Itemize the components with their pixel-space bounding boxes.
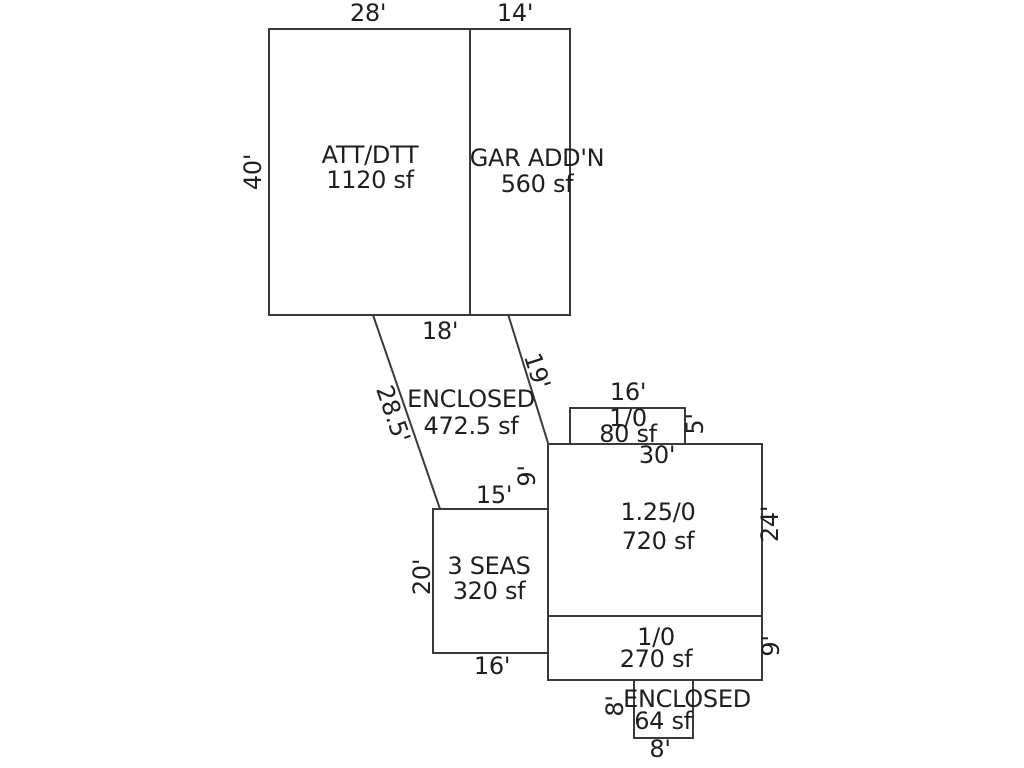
dim-enclosed-top: 18' [421, 317, 459, 345]
three-seas-area: 320 sf [452, 577, 526, 605]
dim-story270-right: 9' [757, 635, 785, 657]
story-270sf-area: 270 sf [619, 645, 693, 673]
dim-seas-top: 15' [475, 481, 513, 509]
dim-porch-right: 5' [681, 413, 709, 435]
enclosed-upper-name: ENCLOSED [407, 385, 535, 413]
dim-att-left: 40' [239, 153, 267, 191]
att-dtt-area: 1120 sf [326, 166, 414, 194]
gar-addn-area: 560 sf [500, 170, 574, 198]
three-seas-label: 3 SEAS 320 sf [447, 554, 530, 604]
three-seas-outline [432, 508, 549, 654]
story-270sf-label: 1/0 270 sf [619, 623, 693, 673]
story-720sf-label: 1.25/0 720 sf [621, 498, 696, 556]
dim-seas-bottom: 16' [473, 652, 511, 680]
three-seas-name: 3 SEAS [447, 552, 531, 580]
enclosed-left-wall-line [372, 314, 441, 510]
enclosed-upper-area: 472.5 sf [423, 412, 519, 440]
enclosed-64sf-outline [633, 679, 694, 739]
gar-addn-outline [469, 28, 571, 316]
dim-gar-top: 14' [496, 0, 534, 27]
dim-story720-top: 30' [638, 441, 676, 469]
story-720sf-area: 720 sf [621, 527, 695, 555]
gar-addn-name: GAR ADD'N [469, 144, 605, 172]
enclosed-right-wall-line [507, 313, 549, 444]
att-dtt-label: ATT/DTT 1120 sf [322, 143, 419, 193]
dim-enclosed64-left: 8' [601, 695, 629, 717]
enclosed-upper-label: ENCLOSED 472.5 sf [407, 386, 535, 440]
dim-att-top: 28' [349, 0, 387, 27]
dim-story720-right: 24' [756, 505, 784, 543]
enclosed-lower-area: 64 sf [634, 707, 692, 735]
porch-80sf-label: 1/0 80 sf [599, 406, 657, 448]
enclosed-lower-name: ENCLOSED [623, 685, 751, 713]
att-dtt-name: ATT/DTT [321, 141, 419, 169]
story-270sf-name: 1/0 [637, 623, 675, 651]
story-720sf-name: 1.25/0 [620, 498, 696, 526]
dim-enclosed-wall: 9' [513, 465, 541, 487]
dim-porch-top: 16' [609, 378, 647, 406]
porch-80sf-area: 80 sf [599, 420, 657, 448]
gar-addn-label: GAR ADD'N 560 sf [470, 145, 605, 197]
dim-enclosed64-bottom: 8' [649, 735, 671, 763]
dim-seas-left: 20' [408, 558, 436, 596]
